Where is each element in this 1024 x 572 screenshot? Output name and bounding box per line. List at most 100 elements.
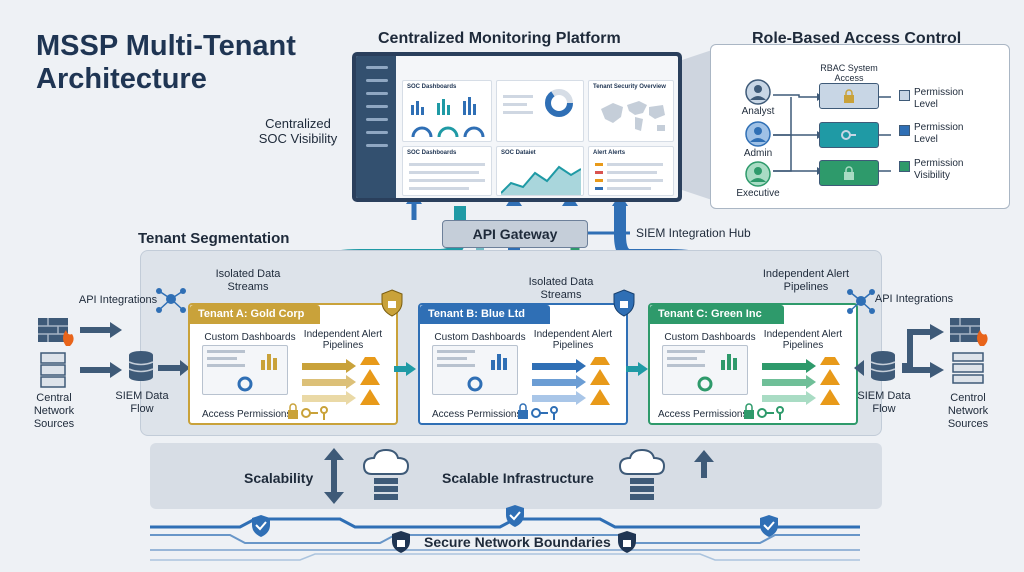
server-icon: [40, 352, 66, 388]
independent-pipelines-right: Independent Alert Pipelines: [762, 268, 850, 293]
siem-hub-label: SIEM Integration Hub: [636, 226, 751, 240]
tenant-card-a[interactable]: Tenant A: Gold Corp Custom Dashboards In…: [188, 289, 403, 425]
tenant-a-alerts: Independent Alert Pipelines: [303, 329, 383, 351]
role-analyst: Analyst: [741, 106, 775, 117]
rbac-gate-level-3[interactable]: [819, 160, 879, 186]
shield-lock-icon: [613, 289, 635, 317]
soc-visibility-label: Centralized SOC Visibility: [258, 116, 338, 146]
shield-check-icon: [760, 515, 778, 537]
control-sources-label: Centrol Network Sources: [947, 392, 989, 430]
siem-flow-right-label: SIEM Data Flow: [857, 390, 911, 415]
tenant-c-dashboard[interactable]: [662, 345, 748, 395]
panel-overview-charts[interactable]: [496, 80, 584, 142]
firewall-icon: [38, 318, 74, 346]
lock-icon: [844, 166, 854, 180]
api-integrations-left: API Integrations: [78, 294, 158, 306]
isolated-streams-mid: Isolated Data Streams: [528, 276, 594, 301]
tenant-c-permissions: Access Permissions: [658, 409, 748, 420]
alert-pipeline-arrows: [762, 357, 840, 405]
rbac-heading: Role-Based Access Control: [752, 30, 962, 47]
dashboard-thumb-icon: [667, 350, 737, 392]
arrow-left-icon: [854, 360, 864, 376]
line-mini-icon: [503, 95, 533, 114]
tenant-a-dashboard[interactable]: [202, 345, 288, 395]
shield-lock-icon: [392, 531, 410, 553]
cloud-server-icon: [362, 448, 410, 500]
panel-title: SOC Dataiet: [501, 150, 536, 156]
shield-check-icon: [252, 515, 270, 537]
shield-check-icon: [506, 505, 524, 527]
tenant-c-header: Tenant C: Green Inc: [650, 305, 784, 324]
panel-soc-dashboards[interactable]: SOC Dashboards: [402, 80, 492, 142]
gauge-mini-icon: [411, 126, 485, 138]
central-sources-label: Central Network Sources: [33, 392, 75, 430]
segmentation-heading: Tenant Segmentation: [138, 230, 290, 247]
tenant-b-alerts: Independent Alert Pipelines: [533, 329, 613, 351]
role-executive: Executive: [736, 188, 780, 199]
rbac-system-label: RBAC System Access: [820, 63, 878, 83]
dashboard-sidebar: [356, 56, 396, 198]
up-arrow-icon: [694, 450, 714, 478]
api-gateway[interactable]: API Gateway: [442, 220, 588, 248]
analyst-avatar-icon: [745, 79, 771, 105]
lock-icon: [844, 89, 854, 103]
arrow-right-icon: [80, 362, 122, 378]
shield-lock-icon: [381, 289, 403, 317]
panel-title: Tenant Security Overview: [593, 84, 666, 90]
panel-title: Alert Alerts: [593, 150, 626, 156]
tenant-b-dashboard[interactable]: [432, 345, 518, 395]
legend-label-2: Permission Level: [914, 122, 964, 145]
rbac-gate-level-2[interactable]: [819, 122, 879, 148]
scalable-infra-label: Scalable Infrastructure: [442, 470, 594, 486]
cloud-server-icon: [618, 448, 666, 500]
area-chart-icon: [501, 165, 581, 195]
arrow-right-icon: [158, 360, 190, 376]
bar-mini-icon: [411, 97, 476, 115]
panel-alerts[interactable]: Alert Alerts: [588, 146, 674, 196]
isolated-streams-left: Isolated Data Streams: [215, 268, 281, 293]
tenant-card-b[interactable]: Tenant B: Blue Ltd Custom Dashboards Ind…: [418, 289, 635, 425]
legend-label-3: Permission Visibility: [914, 158, 964, 181]
tenant-a-permissions: Access Permissions: [202, 409, 292, 420]
legend-label-1: Permission Level: [914, 87, 964, 110]
tenant-c-alerts: Independent Alert Pipelines: [763, 329, 843, 351]
panel-soc-datalet[interactable]: SOC Dataiet: [496, 146, 584, 196]
role-admin: Admin: [743, 148, 773, 159]
lock-key-icons: [744, 403, 784, 420]
siem-flow-left-label: SIEM Data Flow: [115, 390, 169, 415]
tenant-b-permissions: Access Permissions: [432, 409, 522, 420]
panel-title: SOC Dashboards: [407, 150, 457, 156]
panel-soc-dashboards-2[interactable]: SOC Dashboards: [402, 146, 492, 196]
network-hub-icon: [847, 289, 875, 314]
arrow-right-icon: [626, 362, 648, 376]
server-icon: [952, 352, 984, 384]
database-icon: [128, 351, 154, 381]
arrow-right-icon: [394, 362, 416, 376]
monitoring-screen: SOC Dashboards Tenant Security Overvi: [352, 52, 682, 202]
rbac-panel: RBAC System Access Analyst Admin Executi…: [710, 44, 1010, 209]
tenant-b-header: Tenant B: Blue Ltd: [420, 305, 550, 324]
out-arrows: [902, 324, 944, 378]
vertical-arrows-icon: [324, 448, 344, 504]
alert-list-icon: [595, 163, 663, 190]
page-title: MSSP Multi-Tenant Architecture: [36, 30, 296, 95]
api-integrations-right: API Integrations: [874, 293, 954, 305]
admin-avatar-icon: [745, 121, 771, 147]
executive-avatar-icon: [745, 161, 771, 187]
tenant-c-custom: Custom Dashboards: [664, 332, 756, 343]
tenant-card-c[interactable]: Tenant C: Green Inc Custom Dashboards In…: [648, 303, 858, 425]
database-icon: [870, 351, 896, 381]
world-map-icon: [601, 101, 665, 131]
arrow-right-icon: [80, 322, 122, 338]
alert-pipeline-arrows: [532, 357, 610, 405]
table-mini-icon: [409, 163, 485, 190]
alert-pipeline-arrows: [302, 357, 380, 405]
panel-title: SOC Dashboards: [407, 84, 457, 90]
lock-key-icons: [518, 403, 558, 420]
panel-tenant-overview[interactable]: Tenant Security Overview: [588, 80, 674, 142]
tenant-a-header: Tenant A: Gold Corp: [190, 305, 320, 324]
dashboard-thumb-icon: [207, 350, 277, 392]
rbac-gate-level-1[interactable]: [819, 83, 879, 109]
boundaries-label: Secure Network Boundaries: [424, 534, 611, 550]
key-icon: [841, 130, 856, 140]
